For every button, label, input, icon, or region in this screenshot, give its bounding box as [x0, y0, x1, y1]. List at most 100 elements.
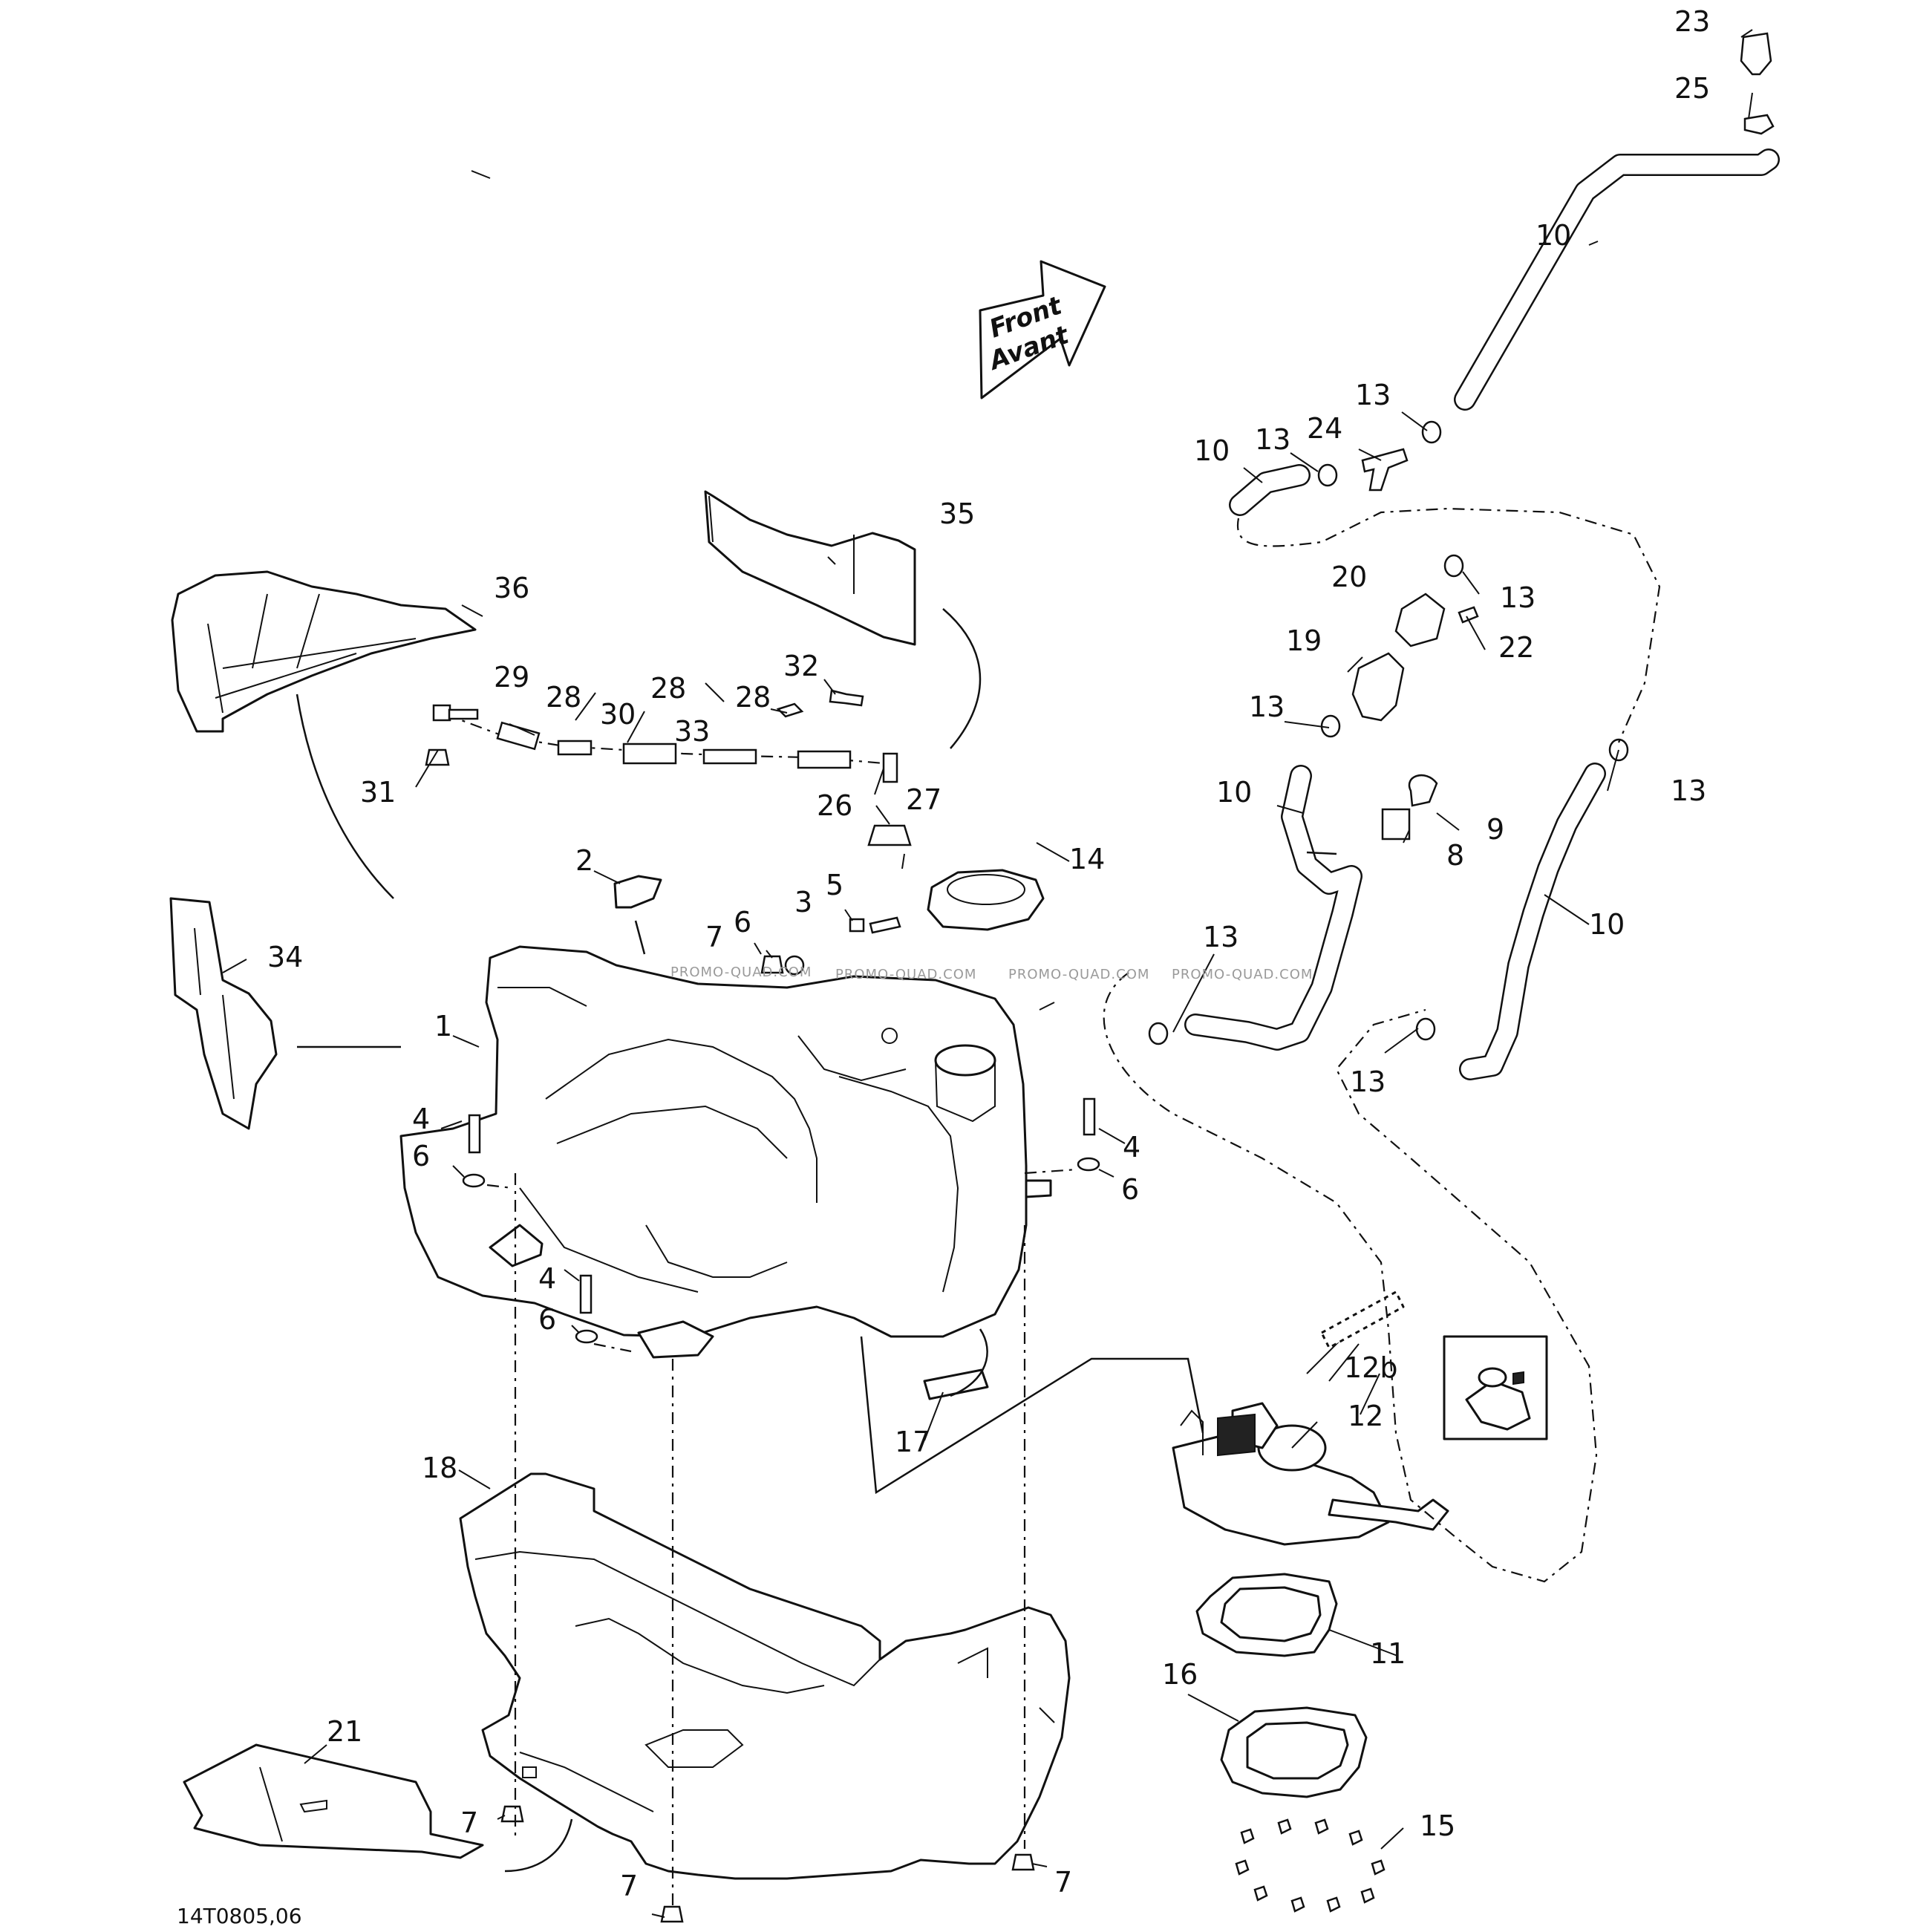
assembly-arrows — [296, 608, 1337, 1873]
callout-6-top: 6 — [734, 906, 751, 939]
callout-17: 17 — [895, 1426, 930, 1458]
part-12b-inset — [1443, 1335, 1548, 1440]
callout-6-bottom: 6 — [538, 1303, 556, 1336]
callout-10-c: 10 — [1216, 776, 1252, 809]
callout-7-bottom: 7 — [620, 1870, 638, 1902]
callout-13-b: 13 — [1255, 423, 1290, 456]
callout-20: 20 — [1331, 561, 1367, 593]
part-13-clamp-d — [1320, 714, 1341, 738]
callout-28-a: 28 — [546, 681, 581, 714]
callout-6-right: 6 — [1121, 1173, 1139, 1206]
callout-34: 34 — [267, 941, 303, 973]
part-6-washer-right — [1077, 1157, 1100, 1172]
part-36-heat-shield — [171, 570, 477, 733]
part-33-valve — [702, 748, 757, 765]
part-25-clamp — [1743, 114, 1775, 135]
vent-line-assembly — [425, 689, 912, 846]
callout-28-b: 28 — [650, 672, 686, 705]
callout-32: 32 — [783, 650, 819, 682]
leader-lines — [222, 29, 1753, 1918]
callout-7-right: 7 — [1054, 1866, 1072, 1899]
part-20-bracket — [1394, 593, 1446, 647]
callout-14: 14 — [1069, 843, 1105, 875]
part-19-fuel-filter — [1351, 652, 1405, 722]
callout-labels: 23 25 10 13 13 24 10 35 20 13 36 19 22 2… — [267, 5, 1710, 1902]
watermark-4: PROMO-QUAD.COM — [1172, 967, 1313, 982]
part-28-hose-b — [622, 743, 677, 765]
part-26-grommet — [867, 824, 912, 846]
part-7-nut-b — [660, 1905, 684, 1923]
part-13-clamp-f — [1148, 1022, 1169, 1045]
callout-5: 5 — [826, 869, 843, 901]
callout-23: 23 — [1674, 5, 1710, 38]
callout-7-top: 7 — [705, 921, 723, 953]
part-21-protector — [183, 1743, 484, 1859]
callout-36: 36 — [494, 572, 529, 604]
part-4-bolt-bottom — [579, 1274, 593, 1314]
part-29-fitting — [448, 708, 479, 720]
callout-13-g: 13 — [1350, 1065, 1386, 1098]
watermark-3: PROMO-QUAD.COM — [1008, 967, 1149, 982]
callout-19: 19 — [1286, 624, 1322, 657]
part-13-clamp-b — [1317, 463, 1338, 487]
callout-22: 22 — [1498, 631, 1534, 664]
part-24-t-fitting — [1361, 448, 1409, 492]
callout-33: 33 — [674, 715, 710, 748]
callout-4-right: 4 — [1123, 1131, 1140, 1164]
part-5-screw — [869, 916, 901, 934]
front-direction-arrow: Front Avant — [979, 260, 1106, 399]
part-8-patch — [1381, 808, 1411, 841]
callout-21: 21 — [327, 1715, 362, 1748]
callout-10-top: 10 — [1536, 219, 1571, 252]
callout-13-d: 13 — [1249, 691, 1285, 723]
part-6-washer-bottom — [575, 1329, 598, 1344]
part-12-fuel-pump — [1172, 1290, 1449, 1546]
part-32-fitting — [829, 689, 864, 707]
part-13-clamp-c — [1443, 554, 1464, 578]
part-27-fitting — [882, 752, 898, 783]
tank-mount-tab-right — [1025, 1179, 1052, 1198]
part-18-tank-support — [459, 1472, 1071, 1880]
callout-6-left: 6 — [412, 1140, 430, 1172]
part-17-pad — [923, 1368, 989, 1400]
part-6-washer — [784, 955, 805, 976]
callout-29: 29 — [494, 661, 529, 694]
callout-31: 31 — [360, 776, 396, 809]
part-6-washer-left — [462, 1173, 486, 1188]
part-7-nut-a — [500, 1805, 524, 1823]
callout-13-f: 13 — [1203, 921, 1238, 953]
callout-4-left: 4 — [412, 1103, 430, 1135]
callout-11: 11 — [1370, 1637, 1406, 1670]
part-28-hose-c — [797, 750, 852, 769]
part-4-bolt-right — [1083, 1097, 1096, 1136]
callout-35: 35 — [939, 497, 975, 530]
part-15-screws — [1235, 1818, 1386, 1913]
callout-28-c: 28 — [735, 681, 771, 714]
watermark-2: PROMO-QUAD.COM — [835, 967, 976, 982]
callout-8: 8 — [1446, 839, 1464, 872]
part-14-fuel-cap — [927, 869, 1045, 931]
callout-13-c: 13 — [1500, 581, 1536, 614]
part-23-fitting — [1740, 32, 1772, 76]
callout-4-bottom: 4 — [538, 1262, 556, 1295]
part-13-clamp-g — [1415, 1017, 1436, 1041]
watermark-1: PROMO-QUAD.COM — [670, 965, 812, 980]
fuel-level-float-arm — [1328, 1498, 1449, 1531]
callout-3: 3 — [794, 886, 812, 918]
part-35-heat-shield — [704, 490, 916, 646]
part-16-retaining-ring — [1220, 1706, 1368, 1798]
callout-10-b: 10 — [1194, 434, 1230, 467]
part-22-bolt — [1458, 606, 1479, 624]
callout-18: 18 — [422, 1452, 457, 1484]
callout-16: 16 — [1162, 1658, 1198, 1691]
drawing-code: 14T0805,06 — [177, 1904, 302, 1928]
callout-12: 12 — [1348, 1400, 1383, 1432]
part-34-heat-shield — [169, 897, 278, 1130]
part-29-elbow — [432, 704, 451, 722]
callout-9: 9 — [1486, 813, 1504, 846]
callout-24: 24 — [1307, 412, 1342, 445]
callout-27: 27 — [906, 783, 941, 816]
tank-mount-tab-bottom — [637, 1320, 714, 1359]
callout-13-e: 13 — [1671, 774, 1706, 807]
part-7-nut-c — [1011, 1853, 1035, 1871]
